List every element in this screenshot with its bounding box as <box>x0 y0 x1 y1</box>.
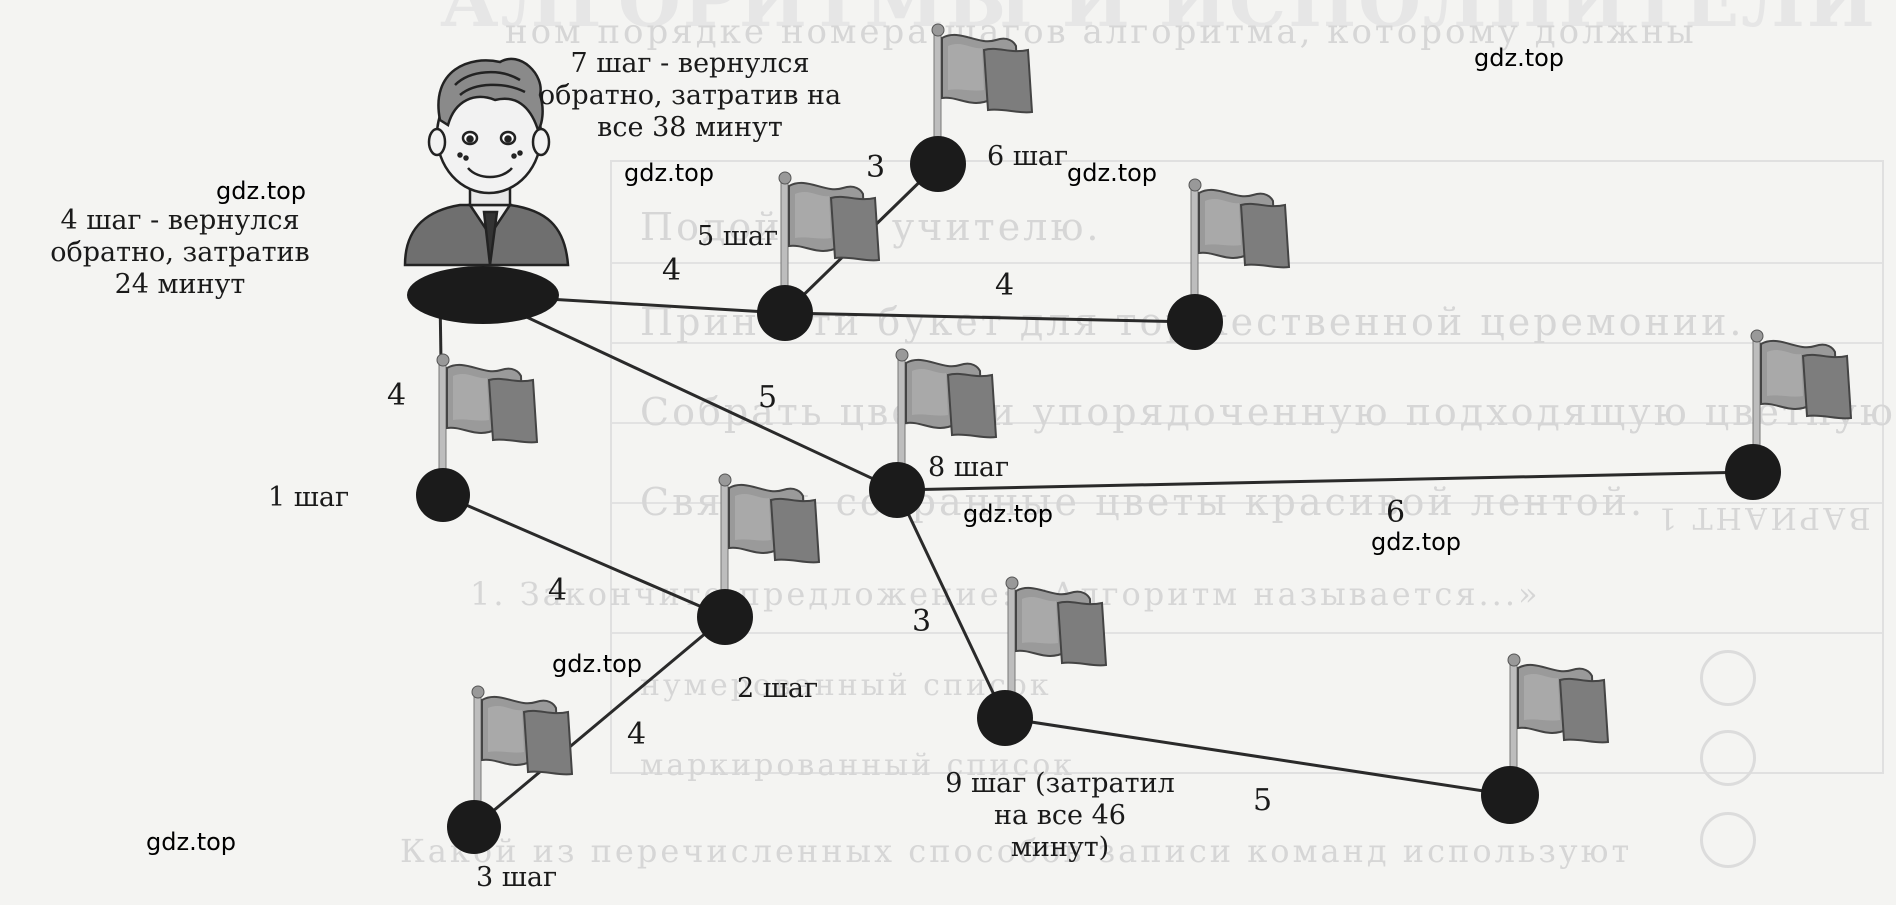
step-label-7: 7 шаг - вернулся обратно, затратив на вс… <box>538 48 842 143</box>
start-node <box>407 266 559 324</box>
step-label-9: 9 шаг (затратил на все 46 минут) <box>945 768 1175 863</box>
step-node-5 <box>757 171 880 341</box>
edge-weight: 6 <box>1386 495 1406 530</box>
step-label-5: 5 шаг <box>697 221 779 252</box>
node-right-of-5 <box>1167 178 1290 350</box>
node-bottom-right <box>1481 653 1609 824</box>
boy-character <box>403 57 570 267</box>
edge-weight: 5 <box>1253 783 1273 818</box>
step-label-6: 6 шаг <box>987 141 1069 172</box>
watermark: gdz.top <box>216 177 307 205</box>
watermark: gdz.top <box>1474 44 1565 72</box>
edge-2-3 <box>473 615 726 829</box>
step-label-4: 4 шаг - вернулся обратно, затратив 24 ми… <box>50 205 310 300</box>
step-label-8: 8 шаг <box>928 452 1010 483</box>
watermark: gdz.top <box>1371 528 1462 556</box>
step-label-3: 3 шаг <box>476 862 558 893</box>
watermark: gdz.top <box>624 159 715 187</box>
edge-weight: 3 <box>912 604 932 639</box>
step-node-8 <box>869 348 997 518</box>
edge-weight: 5 <box>758 380 778 415</box>
node-far-right <box>1725 329 1852 500</box>
edge-8-right <box>896 470 1754 492</box>
step-node-6 <box>910 23 1033 192</box>
watermark: gdz.top <box>146 828 237 856</box>
edge-5-4 <box>784 311 1196 324</box>
watermark: gdz.top <box>963 500 1054 528</box>
edge-start-8 <box>489 298 898 492</box>
step-node-3 <box>447 685 573 854</box>
step-node-9 <box>977 576 1107 746</box>
step-label-2: 2 шаг <box>737 673 819 704</box>
edge-9-right <box>1004 716 1511 797</box>
watermark: gdz.top <box>1067 159 1158 187</box>
edge-weight: 3 <box>866 150 886 185</box>
step-label-1: 1 шаг <box>268 482 350 513</box>
step-node-1 <box>416 353 538 522</box>
edge-weight: 4 <box>662 253 682 288</box>
edge-weight: 4 <box>548 573 568 608</box>
edge-1-2 <box>442 493 726 619</box>
step-node-2 <box>697 473 820 645</box>
edge-weight: 4 <box>387 378 407 413</box>
watermark: gdz.top <box>552 650 643 678</box>
edge-8-9 <box>895 489 1007 719</box>
edge-weight: 4 <box>995 268 1015 303</box>
edge-weight: 4 <box>627 717 647 752</box>
